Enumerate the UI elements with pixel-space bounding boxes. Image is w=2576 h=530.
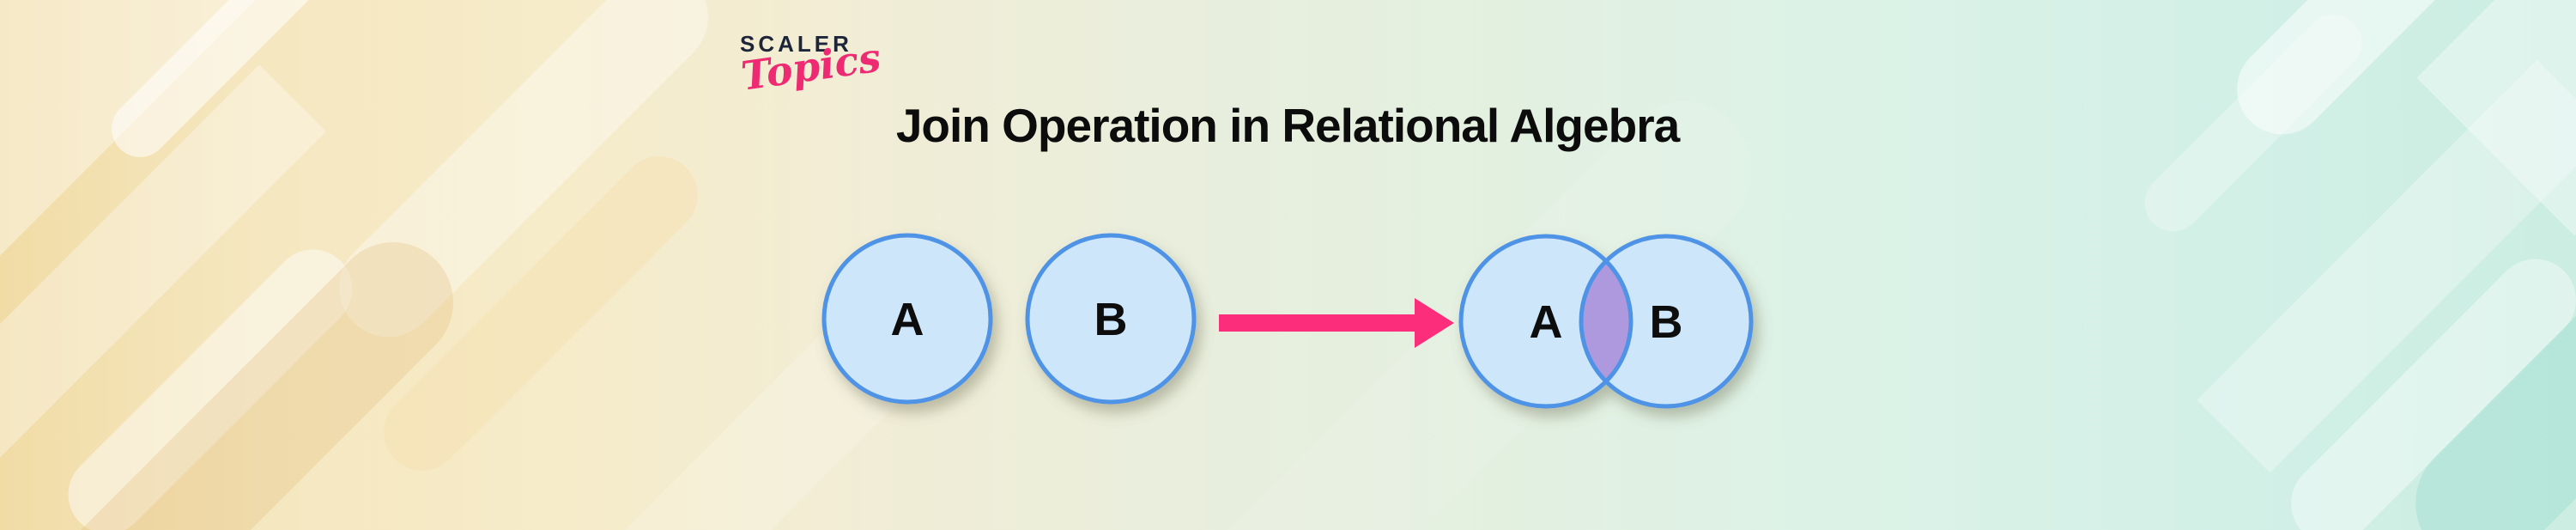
logo-brand-text: SCALER: [740, 31, 852, 57]
decorative-stripe: [2416, 0, 2576, 236]
decorative-stripe: [100, 0, 347, 169]
result-circle-b-outline: [1579, 234, 1754, 409]
decorative-stripe: [2274, 241, 2576, 530]
decorative-stripe: [2197, 59, 2576, 473]
right-arrow-icon: [1219, 298, 1454, 348]
result-circle-b-fill: [1581, 236, 1751, 406]
decorative-stripe: [0, 64, 326, 460]
decorative-stripe: [2132, 2, 2374, 244]
input-circles-group: [821, 233, 1197, 405]
join-operation-diagram: A B A B: [821, 233, 1754, 409]
result-circle-b-label: B: [1650, 296, 1683, 348]
page-title: Join Operation in Relational Algebra: [895, 99, 1680, 152]
decorative-stripe: [52, 233, 369, 530]
result-venn-group: [1458, 234, 1754, 409]
input-circle-a: [821, 233, 993, 405]
decorative-stripe: [0, 217, 478, 530]
decorative-stripe: [318, 0, 729, 358]
decorative-stripe: [0, 0, 306, 267]
scaler-topics-logo: SCALER Topics: [738, 31, 894, 100]
result-circle-a-label: A: [1530, 296, 1563, 348]
decorative-stripe: [2389, 187, 2576, 530]
result-circle-a-fill: [1461, 236, 1631, 406]
decorative-stripe: [367, 140, 714, 487]
input-circle-b: [1025, 233, 1197, 405]
decorative-stripe: [2218, 0, 2537, 154]
input-circle-a-label: A: [891, 294, 924, 345]
result-circle-a-outline: [1458, 234, 1633, 409]
input-circle-b-label: B: [1094, 294, 1128, 345]
